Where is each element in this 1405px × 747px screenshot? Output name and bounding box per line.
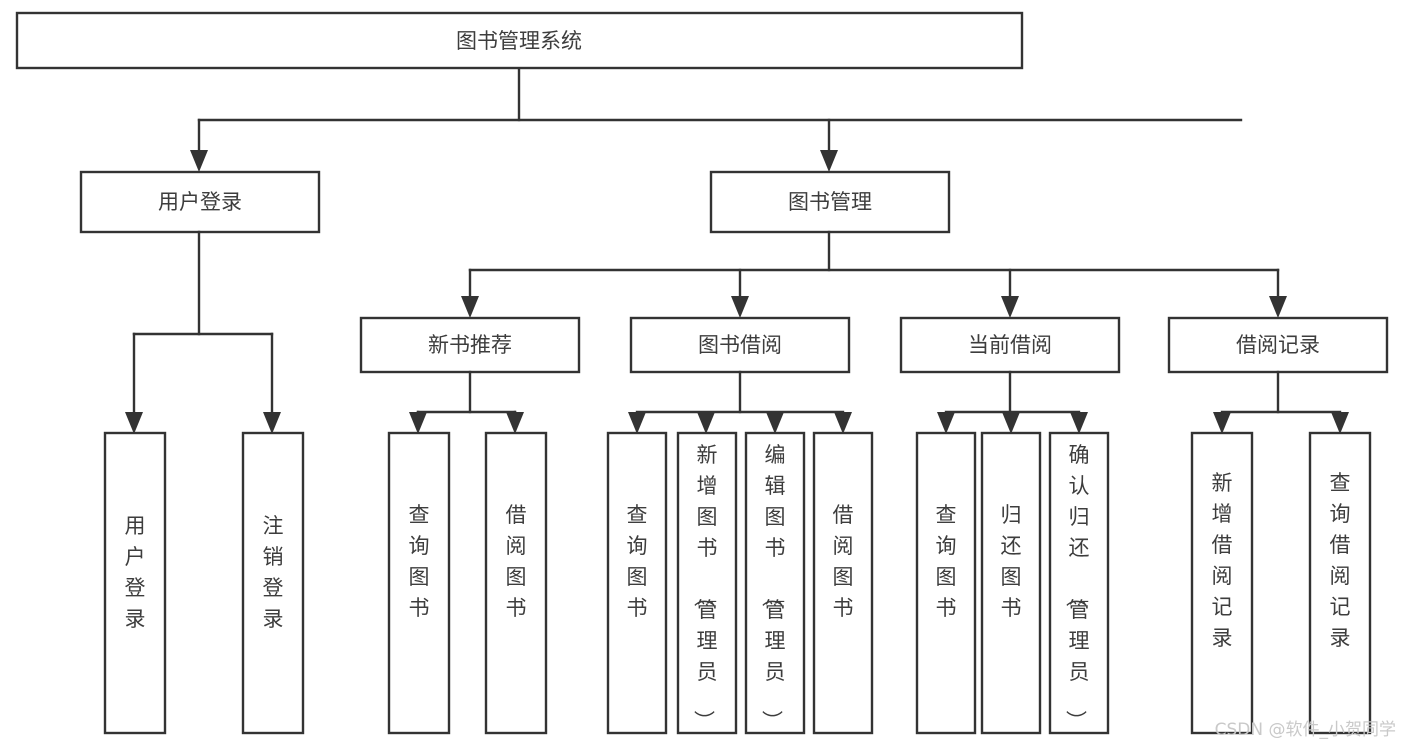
- node-current-borrow-box[interactable]: [899, 316, 1121, 374]
- arrow-head-book-mgmt: [820, 150, 838, 172]
- leaf-node-borrow-records-1-label: 新增借阅记录: [1212, 471, 1233, 650]
- leaf-node-book-borrow-4-box[interactable]: [812, 431, 874, 735]
- leaf-node-current-borrow-1-label: 查询图书: [936, 503, 957, 620]
- leaf-node-new-book-1-box[interactable]: [387, 431, 451, 735]
- leaf-node-user-login-1-label: 用户登录: [125, 514, 146, 631]
- connector-group-new-book-recommend: [409, 370, 524, 434]
- leaf-node-borrow-records-2-box[interactable]: [1308, 431, 1372, 735]
- arrow-head-leaf-user-login-2: [263, 412, 281, 434]
- node-borrow-records-box[interactable]: [1167, 316, 1389, 374]
- leaf-node-book-borrow-4-label: 借阅图书: [833, 503, 854, 620]
- leaf-node-book-borrow-4[interactable]: 借阅图书: [812, 431, 874, 735]
- csdn-watermark: CSDN @软件_小贺同学: [1215, 720, 1396, 740]
- arrow-head-leaf-current-borrow-3: [1070, 412, 1088, 434]
- arrow-head-leaf-new-book-2: [506, 412, 524, 434]
- leaf-node-user-login-2-box[interactable]: [241, 431, 305, 735]
- node-book-borrow-box[interactable]: [629, 316, 851, 374]
- leaf-node-new-book-2-label: 借阅图书: [506, 503, 527, 620]
- node-book-management[interactable]: 图书管理: [709, 170, 951, 234]
- node-root-box[interactable]: [15, 11, 1024, 70]
- connector-group-root: [190, 66, 1243, 172]
- arrow-head-leaf-book-borrow-2: [697, 412, 715, 434]
- leaf-node-user-login-2[interactable]: 注销登录: [241, 431, 305, 735]
- arrow-head-leaf-current-borrow-1: [937, 412, 955, 434]
- node-book-borrow[interactable]: 图书借阅: [629, 316, 851, 374]
- arrow-head-leaf-borrow-records-2: [1331, 412, 1349, 434]
- leaf-node-current-borrow-2-box[interactable]: [980, 431, 1042, 735]
- leaf-node-current-borrow-2-label: 归还图书: [1001, 503, 1022, 620]
- leaf-node-book-borrow-1-box[interactable]: [606, 431, 668, 735]
- leaf-node-borrow-records-1-box[interactable]: [1190, 431, 1254, 735]
- arrow-head-leaf-book-borrow-4: [834, 412, 852, 434]
- leaf-node-new-book-2-box[interactable]: [484, 431, 548, 735]
- arrow-head-leaf-book-borrow-1: [628, 412, 646, 434]
- node-borrow-records[interactable]: 借阅记录: [1167, 316, 1389, 374]
- arrow-head-user-login: [190, 150, 208, 172]
- leaf-node-borrow-records-2[interactable]: 查询借阅记录: [1308, 431, 1372, 735]
- arrow-head-current-borrow: [1001, 296, 1019, 318]
- node-new-book-recommend-box[interactable]: [359, 316, 581, 374]
- leaf-node-book-borrow-3-box[interactable]: [744, 431, 806, 735]
- arrow-head-leaf-current-borrow-2: [1002, 412, 1020, 434]
- node-borrow-records-label: 借阅记录: [1236, 333, 1320, 357]
- leaf-node-current-borrow-2[interactable]: 归还图书: [980, 431, 1042, 735]
- leaf-node-borrow-records-1[interactable]: 新增借阅记录: [1190, 431, 1254, 735]
- arrow-head-borrow-records: [1269, 296, 1287, 318]
- leaf-node-user-login-1-box[interactable]: [103, 431, 167, 735]
- arrow-head-leaf-user-login-1: [125, 412, 143, 434]
- arrow-head-new-book-recommend: [461, 296, 479, 318]
- leaf-node-book-borrow-3-label: 编辑图书（管理员）: [760, 443, 786, 731]
- leaf-node-user-login-2-label: 注销登录: [263, 514, 284, 631]
- node-new-book-recommend[interactable]: 新书推荐: [359, 316, 581, 374]
- node-user-login-label: 用户登录: [158, 190, 242, 214]
- leaf-node-book-borrow-2-box[interactable]: [676, 431, 738, 735]
- connector-group-user-login: [125, 230, 281, 434]
- leaf-node-current-borrow-1-box[interactable]: [915, 431, 977, 735]
- connector-group-book-management: [461, 230, 1287, 318]
- connector-group-borrow-records: [1213, 370, 1349, 434]
- node-user-login[interactable]: 用户登录: [79, 170, 321, 234]
- connector-group-book-borrow: [628, 370, 852, 434]
- connector-group-current-borrow: [937, 370, 1088, 434]
- leaf-node-book-borrow-2[interactable]: 新增图书（管理员）: [676, 431, 738, 735]
- arrow-head-leaf-borrow-records-1: [1213, 412, 1231, 434]
- node-book-borrow-label: 图书借阅: [698, 333, 782, 357]
- leaf-node-book-borrow-2-label: 新增图书（管理员）: [692, 443, 718, 731]
- node-current-borrow-label: 当前借阅: [968, 333, 1052, 357]
- node-new-book-recommend-label: 新书推荐: [428, 333, 512, 357]
- leaf-node-borrow-records-2-label: 查询借阅记录: [1330, 471, 1351, 650]
- node-root[interactable]: 图书管理系统: [15, 11, 1024, 70]
- node-root-label: 图书管理系统: [456, 29, 582, 53]
- leaf-node-current-borrow-3[interactable]: 确认归还（管理员）: [1048, 431, 1110, 735]
- leaf-node-new-book-1-label: 查询图书: [409, 503, 430, 620]
- leaf-node-book-borrow-1-label: 查询图书: [627, 503, 648, 620]
- leaf-node-current-borrow-1[interactable]: 查询图书: [915, 431, 977, 735]
- arrow-head-leaf-book-borrow-3: [766, 412, 784, 434]
- leaf-node-new-book-1[interactable]: 查询图书: [387, 431, 451, 735]
- node-current-borrow[interactable]: 当前借阅: [899, 316, 1121, 374]
- node-book-management-label: 图书管理: [788, 190, 872, 214]
- node-book-management-box[interactable]: [709, 170, 951, 234]
- leaf-node-new-book-2[interactable]: 借阅图书: [484, 431, 548, 735]
- arrow-head-leaf-new-book-1: [409, 412, 427, 434]
- leaf-node-book-borrow-1[interactable]: 查询图书: [606, 431, 668, 735]
- leaf-node-book-borrow-3[interactable]: 编辑图书（管理员）: [744, 431, 806, 735]
- arrow-head-book-borrow: [731, 296, 749, 318]
- leaf-node-current-borrow-3-box[interactable]: [1048, 431, 1110, 735]
- leaf-node-user-login-1[interactable]: 用户登录: [103, 431, 167, 735]
- leaf-node-current-borrow-3-label: 确认归还（管理员）: [1064, 443, 1090, 731]
